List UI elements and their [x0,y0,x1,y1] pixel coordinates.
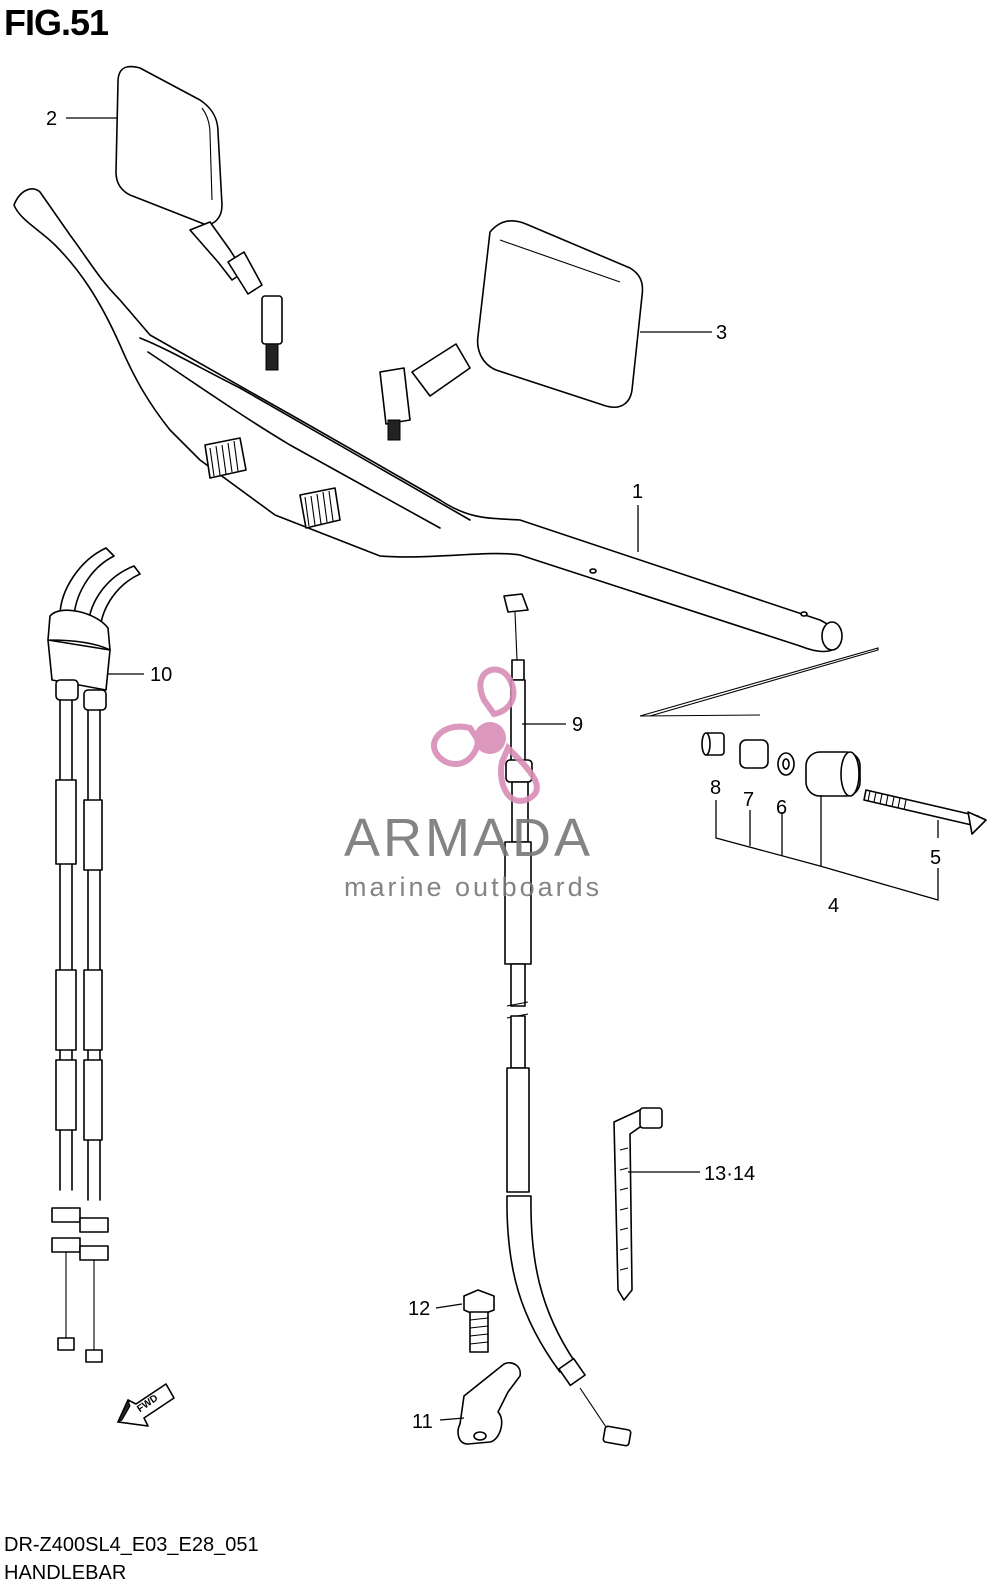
fwd-arrow-icon: FWD [116,1383,175,1427]
callout-1: 1 [632,481,643,503]
callout-10: 10 [150,664,172,686]
clutch-cable-part [503,593,632,1447]
figure-title: FIG.51 [4,2,109,43]
callout-5: 5 [930,847,941,869]
cable-tie-part [613,1107,663,1301]
part-7-spacer [739,739,769,769]
part-4-weight [805,751,861,797]
bolt-part [463,1289,495,1353]
callout-11: 11 [412,1411,433,1433]
callout-2: 2 [46,108,57,130]
right-mirror-part [379,219,644,441]
section-name: HANDLEBAR [4,1562,127,1584]
callout-8: 8 [710,777,721,799]
watermark-tagline: marine outboards [344,872,602,902]
callout-12: 12 [408,1298,430,1320]
callout-3: 3 [716,322,727,344]
model-code: DR-Z400SL4_E03_E28_051 [4,1534,259,1556]
throttle-cables-part [47,547,141,1363]
callout-9: 9 [572,714,583,736]
part-6-washer [777,752,795,776]
propeller-logo-icon [431,666,540,804]
callout-4: 4 [828,895,839,917]
watermark-brand: ARMADA [344,808,593,868]
bar-end-assembly [639,647,987,901]
callout-13-14: 13·14 [704,1163,755,1185]
callout-6: 6 [776,797,787,819]
left-mirror-part [115,65,283,371]
part-5-bolt [863,789,987,835]
callout-7: 7 [743,789,754,811]
handlebar-grip-knurl [204,437,341,529]
part-8-collar [701,732,725,756]
handlebar-part [13,188,843,653]
callout-labels: 2 3 1 10 9 8 7 6 5 4 13·14 12 11 [46,108,941,1433]
armada-watermark: ARMADA marine outboards [344,666,602,902]
callout-leaders [66,117,712,1421]
cable-bracket-part [457,1361,522,1445]
